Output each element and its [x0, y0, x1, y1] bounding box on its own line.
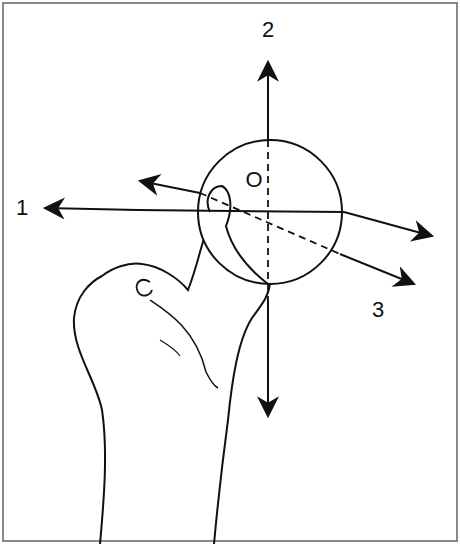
axis-3-arrow-left: [140, 181, 200, 193]
bone-detail: [160, 340, 180, 356]
bone-outline-left: [74, 232, 206, 544]
axis-2-dashed: [267, 140, 269, 300]
callout-number: 1: [16, 197, 28, 219]
axis-1-line: [138, 210, 344, 212]
axis-2-arrow-down: [267, 300, 269, 416]
lesser-tubercle: [137, 280, 152, 296]
intertubercular-groove: [150, 300, 218, 388]
axis-3-arrow-right: [340, 254, 414, 284]
axis-2-arrow-up: [267, 62, 269, 140]
bone-outline-right: [214, 284, 270, 544]
frame: [3, 3, 457, 541]
callout-number: 2: [262, 19, 274, 41]
callout-number: 3: [372, 299, 384, 321]
axis-1-arrow-right: [344, 212, 432, 236]
axis-1-arrow-left: [45, 208, 138, 210]
center-label: O: [245, 169, 262, 191]
axis-3-dashed: [200, 193, 340, 254]
